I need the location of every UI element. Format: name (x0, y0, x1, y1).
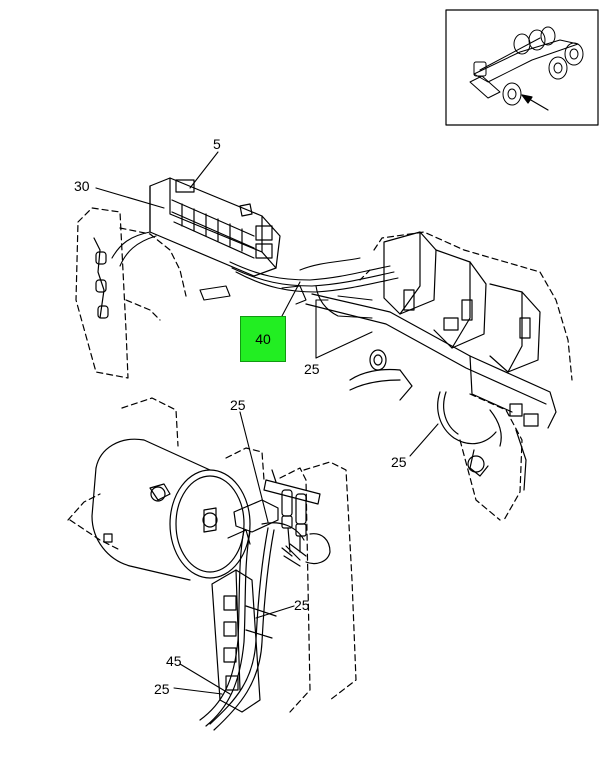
callout-25-bottom: 25 (154, 681, 170, 697)
callout-25-mid: 25 (304, 361, 320, 377)
leader-lines (95, 151, 439, 695)
callout-25-tank-mid: 25 (294, 597, 310, 613)
dash-harness-view (75, 177, 573, 521)
callout-25-right: 25 (391, 454, 407, 470)
locator-inset (445, 9, 599, 126)
callout-25-tank-top: 25 (230, 397, 246, 413)
callout-45: 45 (166, 653, 182, 669)
arrow-icon (521, 94, 549, 111)
lower-harness-branch (437, 391, 539, 491)
callout-5: 5 (213, 136, 221, 152)
fuse-relay-panel (149, 177, 281, 277)
air-tank (91, 438, 251, 581)
tank-harness-runs (199, 522, 305, 731)
pedal-bracket (95, 251, 109, 319)
tank-harness-view (67, 397, 357, 731)
harness-bundle (111, 231, 399, 319)
left-cab-panel (75, 207, 129, 379)
callout-30: 30 (74, 178, 90, 194)
grommet (369, 349, 387, 371)
truck-chassis-thumbnail (469, 26, 584, 106)
valve-assembly (263, 469, 331, 567)
callout-40: 40 (255, 331, 271, 347)
callout-40-highlight[interactable]: 40 (240, 316, 286, 362)
dash-rail (305, 293, 557, 521)
